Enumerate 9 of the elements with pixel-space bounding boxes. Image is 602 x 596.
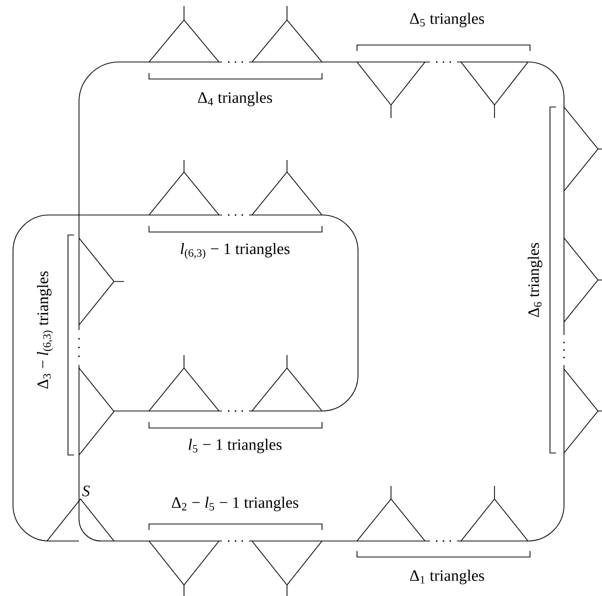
triangle-count-label: Δ$_{4}$ triangles [198,92,272,106]
triangle-count-label: l$_{5}$ − 1 triangles [188,438,282,454]
triangle-count-label: Δ$_{6}$ triangles [528,242,542,317]
triangle-count-label: Δ$_{5}$ triangles [410,12,484,28]
triangle-count-label: l$_{(6,3)}$ − 1 triangles [180,242,290,259]
triangle-count-label: Δ$_{1}$ triangles [410,570,484,584]
triangle-count-label: Δ$_{3}$ − l$_{(6,3)}$ triangles [37,271,54,389]
vertex-label: S [82,486,90,496]
triangle-count-label: Δ$_{2}$ − l$_{5}$ − 1 triangles [172,496,298,512]
